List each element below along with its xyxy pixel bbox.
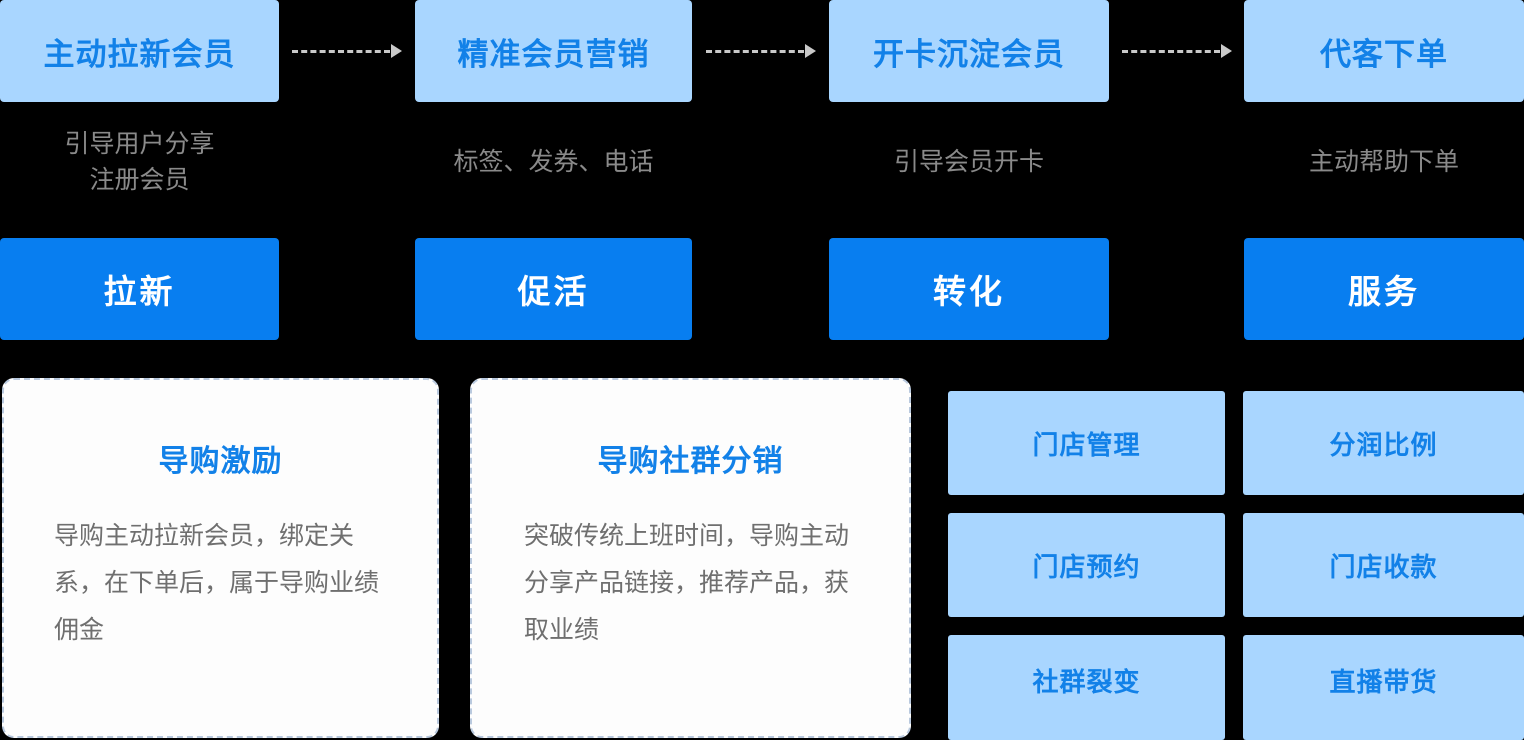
arrow-shaft [292, 49, 390, 53]
tile-profit-share-ratio[interactable]: 分润比例 [1243, 391, 1524, 495]
stage-caption-2: 标签、发券、电话 [453, 148, 654, 176]
feature-card-2-body: 突破传统上班时间，导购主动分享产品链接，推荐产品，获取业绩 [524, 522, 850, 644]
tile-store-booking[interactable]: 门店预约 [948, 513, 1225, 617]
dashed-arrow-right-icon-2 [706, 44, 816, 58]
stage-box-1[interactable]: 主动拉新会员 [0, 0, 279, 102]
feature-card-2-title: 导购社群分销 [597, 445, 784, 478]
tile-label-5: 直播带货 [1329, 667, 1438, 697]
funnel-bar-1[interactable]: 拉新 [0, 238, 279, 340]
funnel-bar-1-label: 拉新 [103, 273, 176, 310]
tile-label-2: 门店预约 [1032, 551, 1141, 582]
tile-label-3: 门店收款 [1329, 551, 1438, 582]
stage-box-1-label: 主动拉新会员 [43, 36, 236, 72]
arrow-shaft [706, 49, 804, 53]
stage-caption-4: 主动帮助下单 [1308, 148, 1459, 176]
funnel-bar-3[interactable]: 转化 [829, 238, 1109, 340]
tile-community-fission[interactable]: 社群裂变 [948, 635, 1225, 740]
funnel-bar-3-label: 转化 [933, 273, 1005, 310]
arrow-shaft [1122, 49, 1220, 53]
stage-box-2-label: 精准会员营销 [457, 36, 650, 72]
stage-caption-3: 引导会员开卡 [893, 148, 1044, 176]
tile-store-management[interactable]: 门店管理 [948, 391, 1225, 495]
funnel-bar-2-label: 促活 [517, 273, 590, 310]
arrow-head [805, 44, 816, 58]
funnel-bar-2[interactable]: 促活 [415, 238, 692, 340]
tile-label-1: 分润比例 [1329, 429, 1438, 460]
tile-label-0: 门店管理 [1032, 429, 1141, 460]
tile-live-commerce[interactable]: 直播带货 [1243, 635, 1524, 740]
stage-box-2[interactable]: 精准会员营销 [415, 0, 692, 102]
stage-caption-1: 引导用户分享 注册会员 [64, 130, 215, 194]
dashed-arrow-right-icon-3 [1122, 44, 1232, 58]
funnel-bar-4[interactable]: 服务 [1244, 238, 1524, 340]
feature-card-1-body: 导购主动拉新会员，绑定关系，在下单后，属于导购业绩佣金 [54, 522, 380, 644]
feature-card-community-distribution[interactable]: 导购社群分销 突破传统上班时间，导购主动分享产品链接，推荐产品，获取业绩 [470, 378, 911, 738]
tile-store-payment[interactable]: 门店收款 [1243, 513, 1524, 617]
arrow-head [391, 44, 402, 58]
dashed-arrow-right-icon-1 [292, 44, 402, 58]
arrow-head [1221, 44, 1232, 58]
stage-box-4-label: 代客下单 [1320, 36, 1448, 72]
feature-card-1-title: 导购激励 [158, 445, 283, 478]
stage-box-3[interactable]: 开卡沉淀会员 [829, 0, 1109, 102]
stage-box-3-label: 开卡沉淀会员 [873, 36, 1065, 72]
tile-label-4: 社群裂变 [1032, 667, 1141, 697]
stage-box-4[interactable]: 代客下单 [1244, 0, 1524, 102]
funnel-bar-4-label: 服务 [1348, 273, 1420, 310]
feature-card-guide-incentive[interactable]: 导购激励 导购主动拉新会员，绑定关系，在下单后，属于导购业绩佣金 [2, 378, 439, 738]
